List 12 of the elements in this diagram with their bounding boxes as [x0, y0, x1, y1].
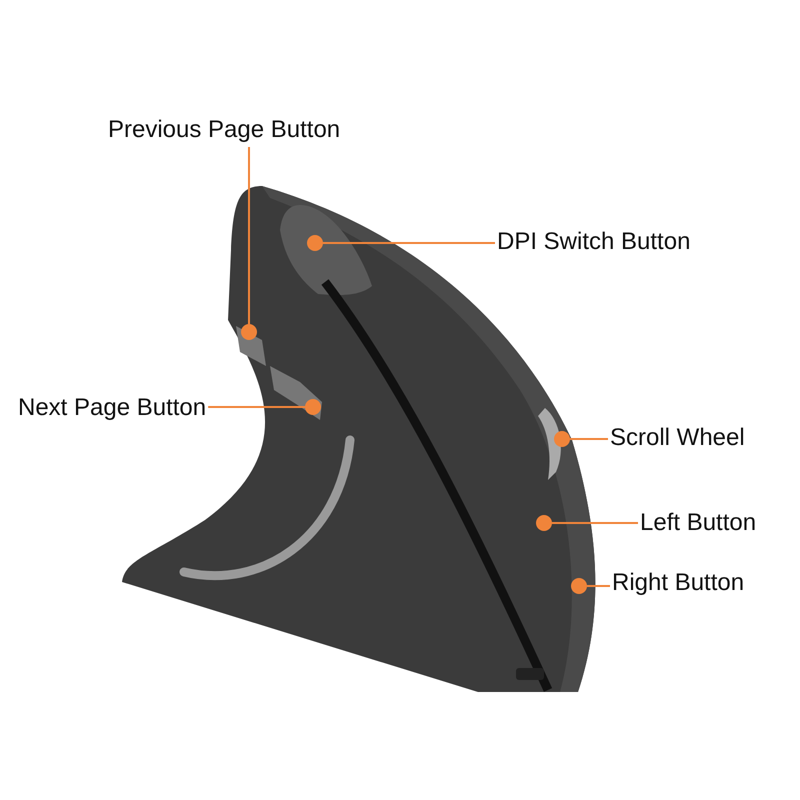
leader-line — [323, 242, 495, 244]
callout-label: Previous Page Button — [108, 115, 340, 145]
callout-label: Left Button — [640, 508, 756, 538]
leader-line — [587, 585, 610, 587]
leader-line — [552, 522, 638, 524]
callout-label: Next Page Button — [18, 393, 206, 423]
callout-label: Right Button — [612, 568, 744, 598]
leader-line — [570, 438, 608, 440]
leader-line — [208, 406, 305, 408]
callout-label: Scroll Wheel — [610, 423, 745, 453]
callout-label: DPI Switch Button — [497, 227, 690, 257]
leader-line — [248, 147, 250, 324]
